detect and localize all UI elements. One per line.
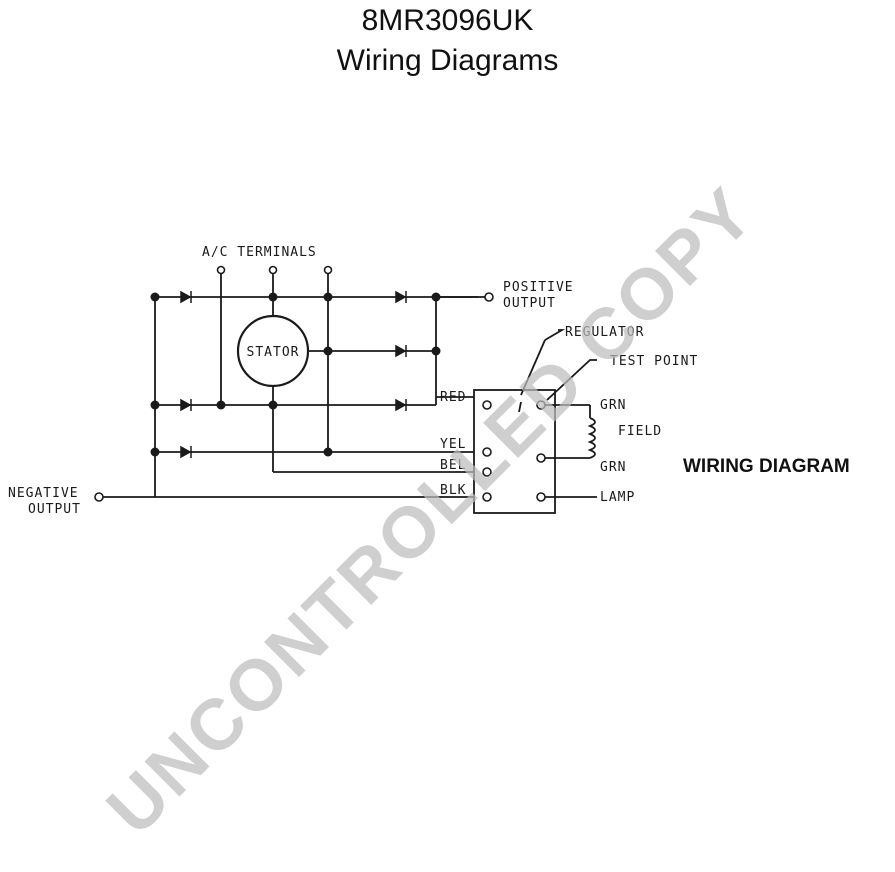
terminals xyxy=(94,265,494,502)
grn-bottom-label: GRN xyxy=(600,460,626,475)
red-label: RED xyxy=(440,390,466,405)
grn-top-label: GRN xyxy=(600,398,626,413)
page-subtitle: Wiring Diagrams xyxy=(336,44,559,77)
negative-output-label-1: NEGATIVE xyxy=(8,486,79,501)
diode-6 xyxy=(395,398,407,412)
junctions xyxy=(150,292,441,457)
diode-2 xyxy=(180,398,192,412)
positive-output-label-2: OUTPUT xyxy=(503,296,556,311)
diode-3 xyxy=(180,445,192,459)
diode-1 xyxy=(180,290,192,304)
stator: STATOR xyxy=(236,314,310,388)
blu-label: BEL xyxy=(440,458,466,473)
lamp-label: LAMP xyxy=(600,490,635,505)
negative-output-label-2: OUTPUT xyxy=(28,502,81,517)
stator-label: STATOR xyxy=(247,345,300,360)
watermark: UNCONTROLLED COPY xyxy=(92,172,770,850)
regulator xyxy=(473,329,597,514)
diode-4 xyxy=(395,290,407,304)
diodes xyxy=(180,290,407,459)
diode-5 xyxy=(395,344,407,358)
test-point-label: TEST POINT xyxy=(610,354,698,369)
blk-label: BLK xyxy=(440,483,466,498)
wiring-diagram-label: WIRING DIAGRAM xyxy=(683,456,850,477)
regulator-label: REGULATOR xyxy=(565,325,644,340)
positive-output-label-1: POSITIVE xyxy=(503,280,574,295)
field-label: FIELD xyxy=(618,424,662,439)
field-coil xyxy=(545,404,597,498)
yel-label: YEL xyxy=(440,437,466,452)
part-number: 8MR3096UK xyxy=(361,4,534,37)
ac-terminals-label: A/C TERMINALS xyxy=(202,245,317,260)
